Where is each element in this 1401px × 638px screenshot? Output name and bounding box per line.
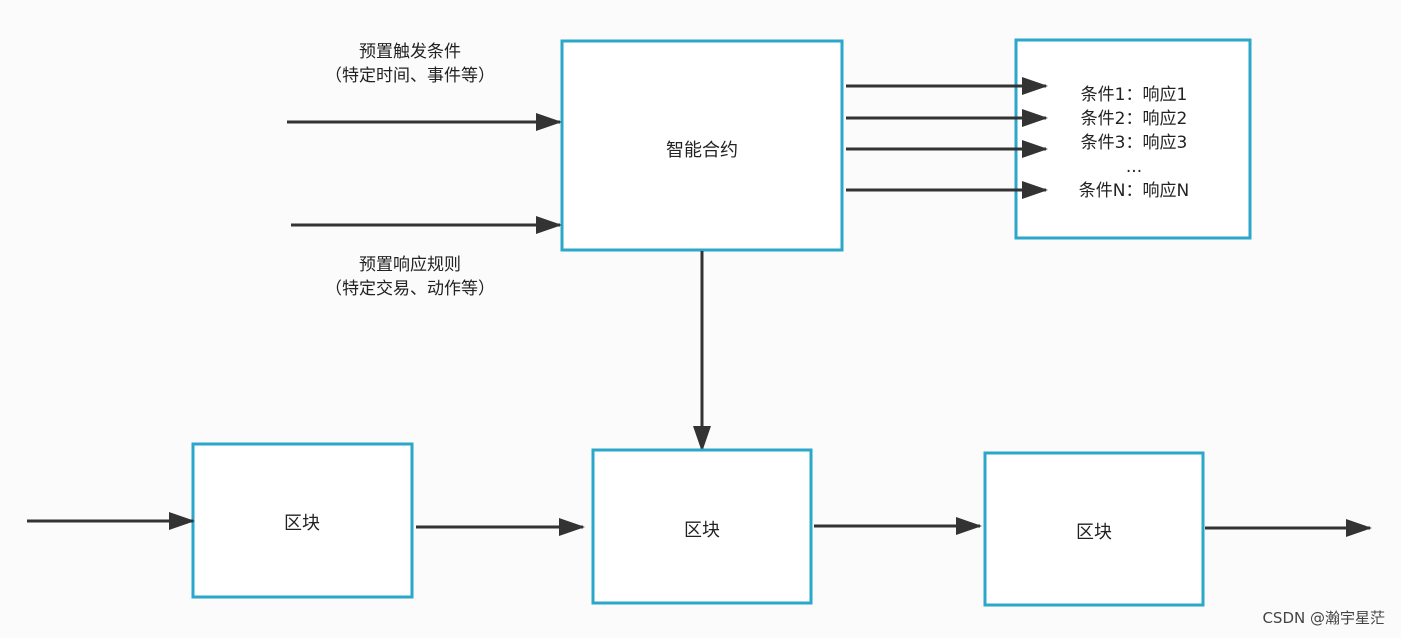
trigger-label-line1: 预置触发条件 (359, 42, 461, 62)
conditions-box (1014, 38, 1252, 240)
condition-3: 条件3：响应3 (1081, 133, 1188, 153)
smart-contract-box (560, 39, 844, 252)
response-label-line2: （特定交易、动作等） (325, 279, 495, 299)
block-2 (591, 448, 813, 605)
trigger-label-line2: （特定时间、事件等） (325, 66, 495, 86)
condition-ellipsis: ... (1126, 157, 1142, 177)
block-3-label: 区块 (1076, 522, 1112, 543)
block-3 (983, 451, 1205, 607)
block-1 (191, 442, 414, 599)
condition-n: 条件N：响应N (1079, 181, 1189, 201)
condition-2: 条件2：响应2 (1081, 109, 1188, 129)
block-2-label: 区块 (684, 520, 720, 541)
smart-contract-label: 智能合约 (666, 140, 738, 161)
block-1-label: 区块 (284, 513, 320, 534)
response-label-line1: 预置响应规则 (359, 255, 461, 275)
condition-1: 条件1：响应1 (1081, 85, 1188, 105)
watermark: CSDN @瀚宇星茫 (1262, 609, 1385, 627)
